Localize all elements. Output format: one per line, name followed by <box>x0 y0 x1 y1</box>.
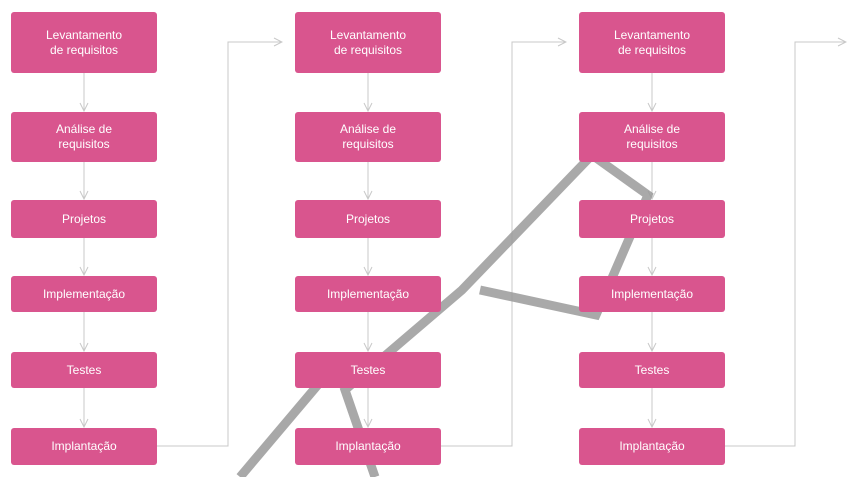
step-label: Implementação <box>42 286 126 301</box>
step-box-analise-2: Análise de requisitos <box>295 112 441 162</box>
step-box-levantamento-1: Levantamento de requisitos <box>11 12 157 73</box>
step-label: Levantamento de requisitos <box>329 27 407 57</box>
step-label: Projetos <box>345 211 391 226</box>
step-box-levantamento-2: Levantamento de requisitos <box>295 12 441 73</box>
step-label: Implantação <box>51 439 117 453</box>
step-box-implementacao-3: Implementação <box>579 276 725 312</box>
step-box-levantamento-3: Levantamento de requisitos <box>579 12 725 73</box>
step-label: Análise de requisitos <box>339 122 397 151</box>
step-label: Testes <box>634 362 670 377</box>
step-label: Levantamento de requisitos <box>613 27 691 57</box>
step-box-implementacao-2: Implementação <box>295 276 441 312</box>
step-box-testes-1: Testes <box>11 352 157 388</box>
step-box-analise-1: Análise de requisitos <box>11 112 157 162</box>
step-label: Projetos <box>629 211 675 226</box>
step-label: Testes <box>350 362 386 377</box>
step-label: Implementação <box>610 286 694 301</box>
step-box-projetos-3: Projetos <box>579 200 725 238</box>
iteration-connector <box>725 42 846 447</box>
step-box-implantacao-1: Implantação <box>11 428 157 465</box>
step-label: Implantação <box>619 439 685 453</box>
step-label: Análise de requisitos <box>623 122 681 151</box>
iteration-connector <box>157 42 282 447</box>
step-label: Projetos <box>61 211 107 226</box>
step-box-implementacao-1: Implementação <box>11 276 157 312</box>
step-box-analise-3: Análise de requisitos <box>579 112 725 162</box>
step-label: Testes <box>66 362 102 377</box>
step-box-testes-2: Testes <box>295 352 441 388</box>
step-box-projetos-2: Projetos <box>295 200 441 238</box>
step-label: Implementação <box>326 286 410 301</box>
step-box-testes-3: Testes <box>579 352 725 388</box>
step-box-implantacao-2: Implantação <box>295 428 441 465</box>
step-label: Análise de requisitos <box>55 122 113 151</box>
step-label: Levantamento de requisitos <box>45 27 123 57</box>
step-box-implantacao-3: Implantação <box>579 428 725 465</box>
step-label: Implantação <box>335 439 401 453</box>
step-box-projetos-1: Projetos <box>11 200 157 238</box>
